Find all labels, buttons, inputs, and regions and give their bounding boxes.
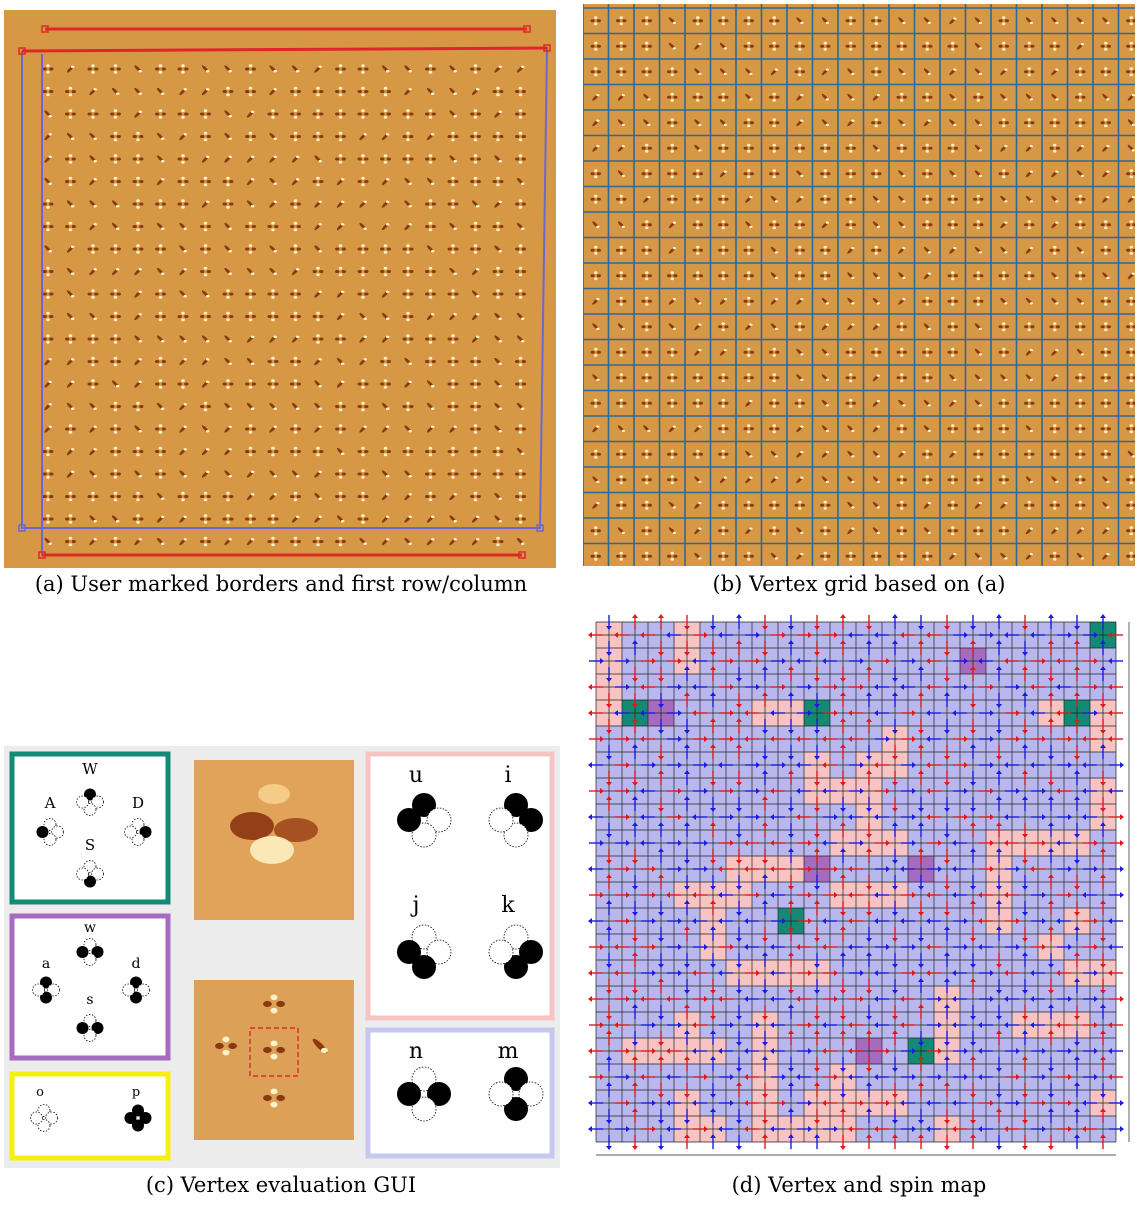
selected-vertex-marker — [249, 1027, 299, 1077]
key-label: A — [44, 794, 56, 812]
afm-image-vertex-grid — [583, 4, 1135, 566]
user-marked-borders — [18, 25, 551, 559]
key-label: p — [132, 1085, 140, 1100]
key-label: o — [36, 1085, 44, 1100]
key-label: d — [132, 956, 141, 972]
key-label: m — [498, 1039, 519, 1064]
key-label: W — [82, 760, 98, 778]
pink-key-box: u i j k — [365, 751, 555, 1021]
afm-neighborhood-view — [194, 980, 354, 1140]
panel-a-afm-image — [4, 10, 556, 568]
key-label: S — [85, 836, 95, 854]
vertex-spin-map — [588, 614, 1130, 1156]
key-label: n — [409, 1039, 423, 1064]
key-label: i — [504, 763, 511, 788]
key-label: w — [84, 920, 96, 936]
vertex-grid-lines — [583, 4, 1135, 566]
key-label: u — [409, 763, 423, 788]
key-label: a — [42, 956, 50, 972]
panel-d-spin-map — [583, 612, 1135, 1172]
afm-vertex-pattern — [590, 16, 1135, 561]
caption-d: (d) Vertex and spin map — [731, 1173, 987, 1197]
spin-arrows — [588, 614, 1124, 1150]
key-label: D — [132, 794, 144, 812]
afm-vertex-closeup — [194, 760, 354, 920]
key-label: j — [410, 893, 420, 918]
key-label: k — [501, 893, 515, 918]
panel-b-vertex-grid — [583, 4, 1135, 566]
key-label: s — [86, 992, 93, 1008]
caption-c: (c) Vertex evaluation GUI — [145, 1173, 417, 1197]
afm-vertex-pattern — [42, 64, 526, 547]
caption-a: (a) User marked borders and first row/co… — [34, 572, 528, 596]
teal-key-box: W A D S — [9, 751, 171, 905]
caption-b: (b) Vertex grid based on (a) — [712, 572, 1006, 596]
spin-lattice-lines — [595, 621, 1130, 1156]
purple-key-box: w a d s — [9, 913, 171, 1061]
afm-image-marked-borders — [4, 10, 556, 568]
